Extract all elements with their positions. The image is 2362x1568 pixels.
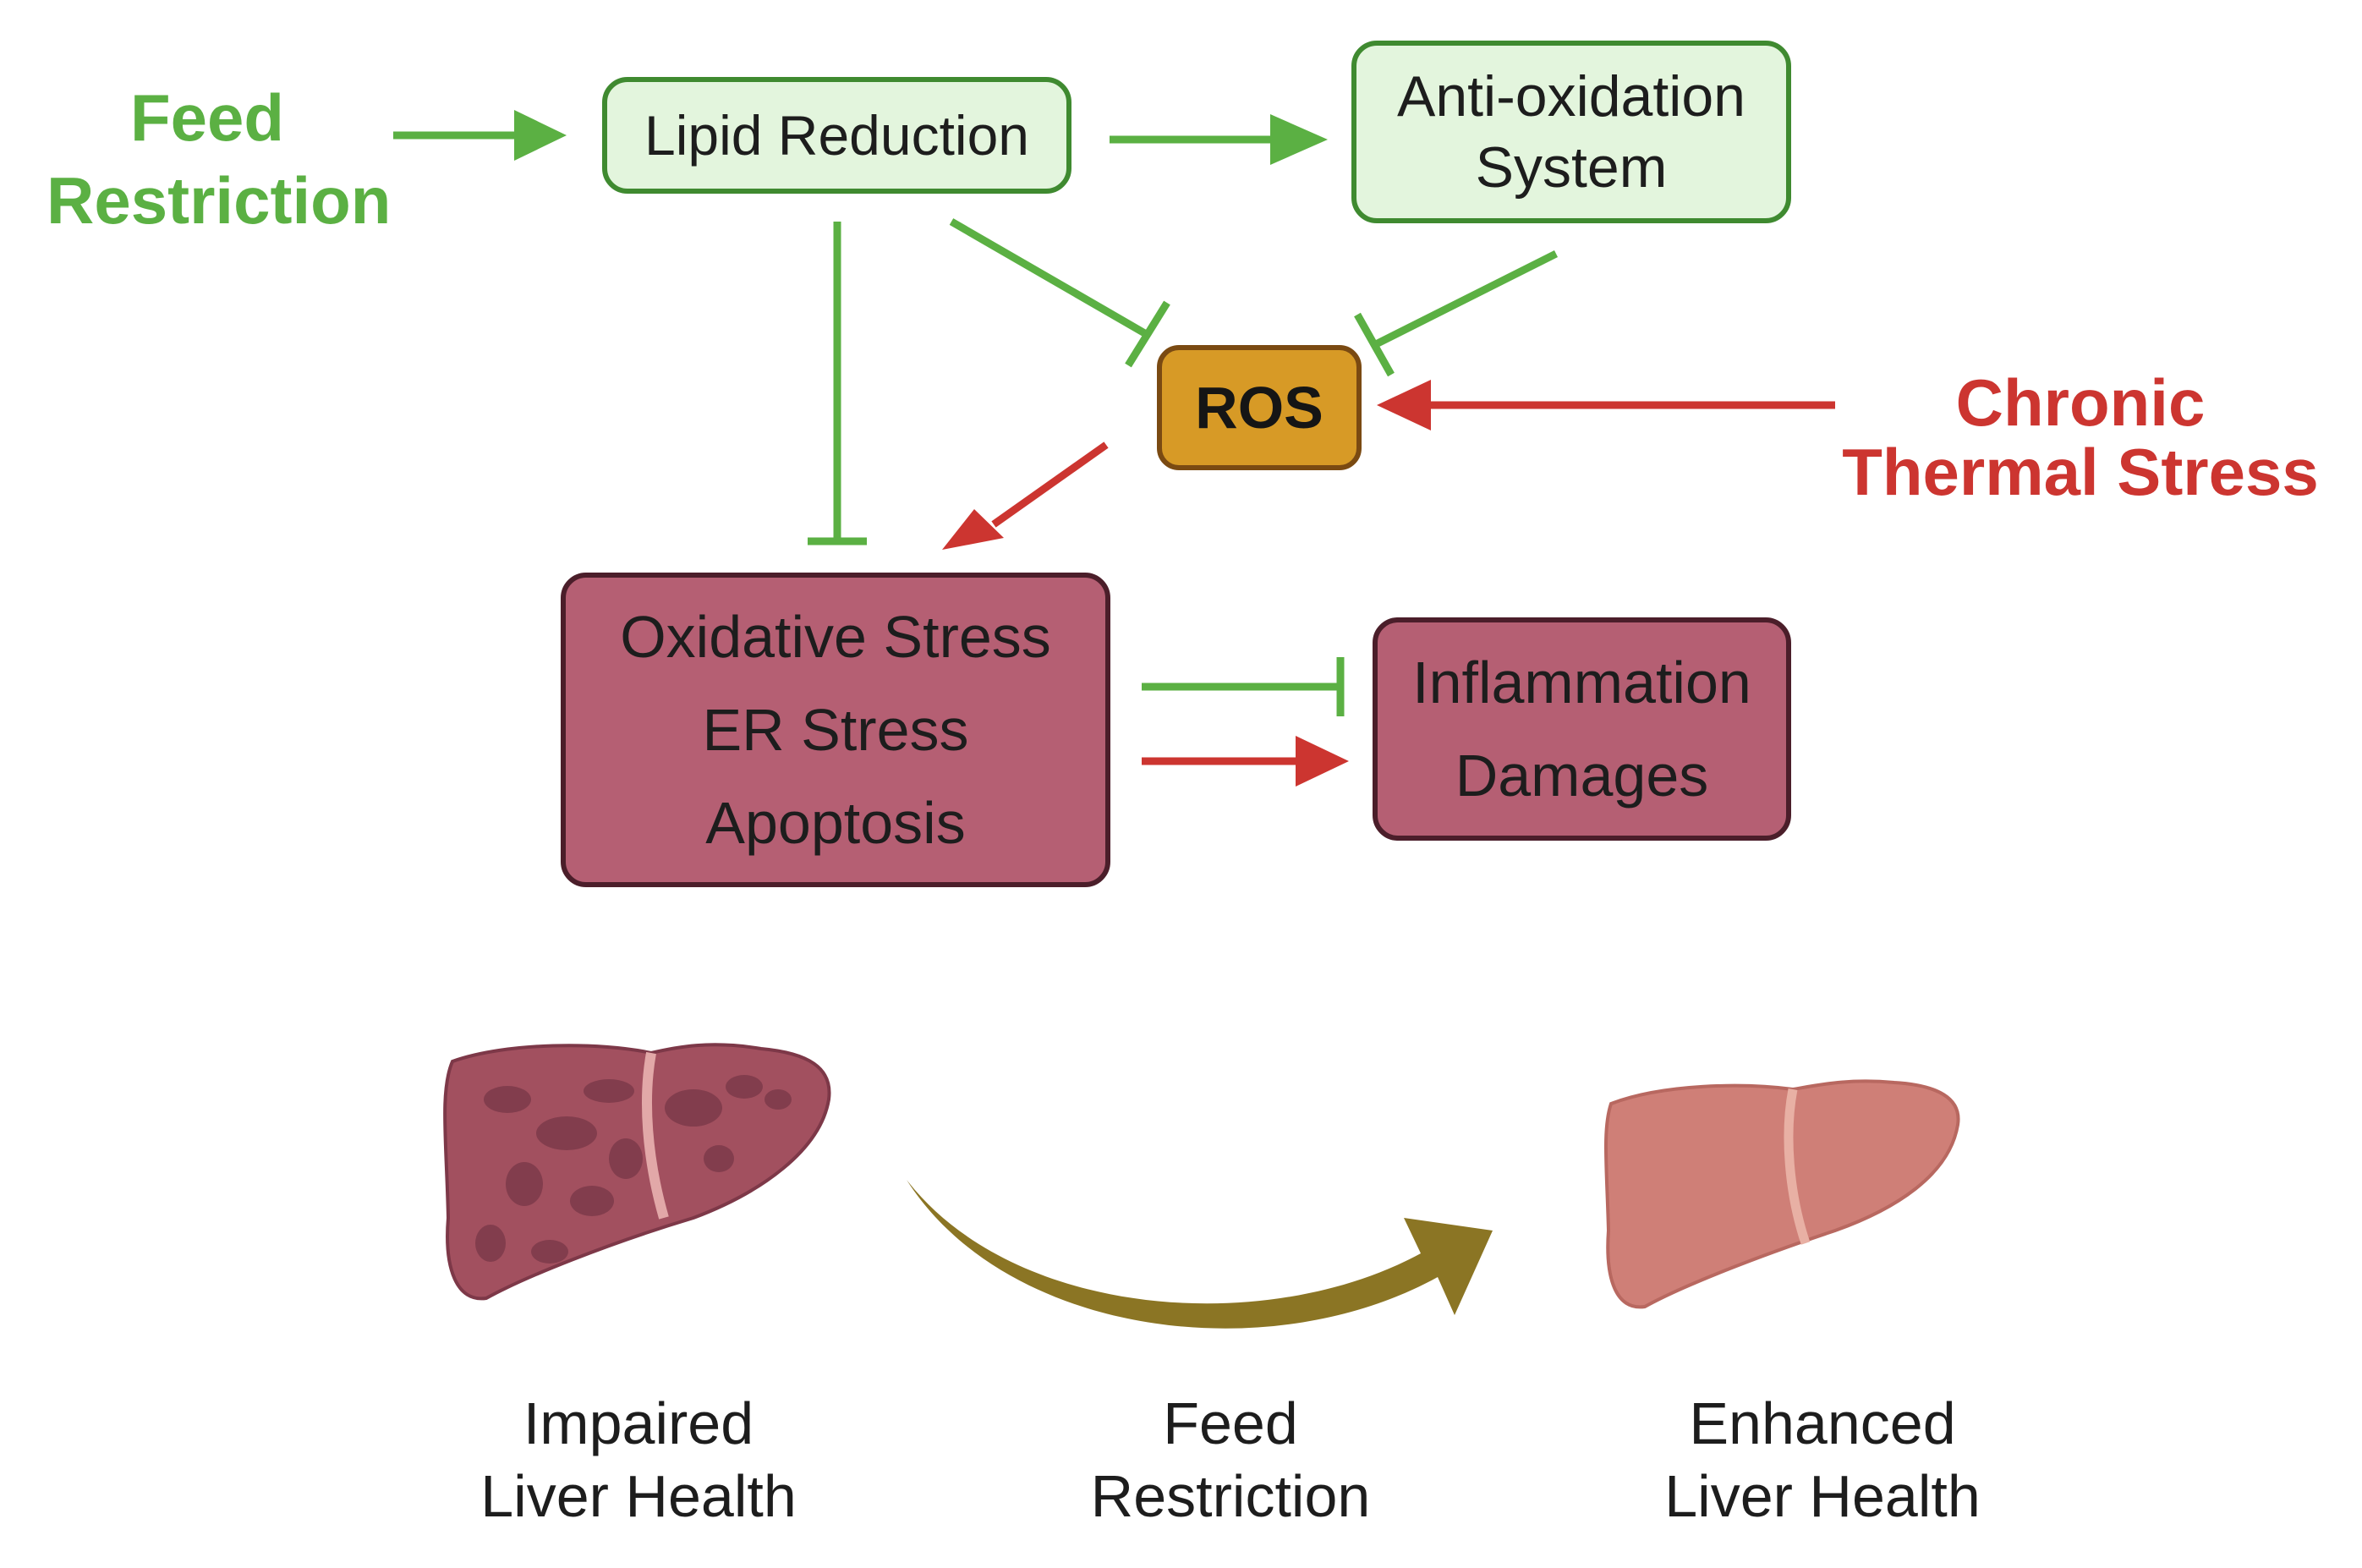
transition-arrow (907, 1180, 1493, 1329)
impaired-line-1: Impaired (523, 1390, 754, 1456)
node-inflammation-damages: Inflammation Damages (1373, 617, 1791, 841)
caption-feed-restriction: Feed Restriction (1015, 1387, 1446, 1532)
edge-lipid-to-antioxidation (1110, 114, 1328, 165)
input-feed-restriction: Feed Restriction (47, 76, 392, 242)
er-stress-label: ER Stress (702, 697, 969, 763)
edge-lipid-inhibits-ros (949, 218, 1170, 368)
thermal-stress-line-2: Thermal Stress (1842, 435, 2319, 509)
liver-enhanced-illustration (1603, 1079, 1960, 1309)
input-chronic-thermal-stress: Chronic Thermal Stress (1831, 368, 2330, 507)
apoptosis-label: Apoptosis (705, 790, 966, 856)
node-stress-box: Oxidative Stress ER Stress Apoptosis (561, 573, 1110, 887)
edge-stress-to-inflammation (1142, 736, 1349, 787)
damages-label: Damages (1455, 743, 1709, 809)
edge-stress-inhibits-inflammation (1142, 657, 1345, 716)
anti-oxidation-line-1: Anti-oxidation (1396, 64, 1746, 129)
enhanced-line-1: Enhanced (1689, 1390, 1956, 1456)
node-lipid-reduction: Lipid Reduction (602, 77, 1071, 194)
caption-enhanced-liver-health: Enhanced Liver Health (1607, 1387, 2038, 1532)
edge-feed-to-lipid (393, 110, 567, 161)
edge-antioxidation-inhibits-ros (1354, 249, 1559, 377)
inflammation-label: Inflammation (1412, 650, 1751, 715)
feed-restriction-line-2: Restriction (47, 163, 392, 238)
bottom-feed-line-1: Feed (1163, 1390, 1298, 1456)
oxidative-stress-label: Oxidative Stress (620, 604, 1051, 670)
edge-ros-to-stress (942, 441, 1109, 550)
enhanced-line-2: Liver Health (1664, 1463, 1981, 1529)
lipid-reduction-label: Lipid Reduction (644, 104, 1029, 167)
ros-label: ROS (1195, 375, 1323, 441)
edge-thermal-to-ros (1377, 380, 1835, 430)
impaired-line-2: Liver Health (480, 1463, 797, 1529)
bottom-feed-line-2: Restriction (1090, 1463, 1371, 1529)
node-anti-oxidation-system: Anti-oxidation System (1351, 41, 1791, 223)
anti-oxidation-line-2: System (1475, 135, 1668, 200)
liver-impaired-illustration (443, 1043, 831, 1301)
caption-impaired-liver-health: Impaired Liver Health (423, 1387, 854, 1532)
node-ros: ROS (1157, 345, 1362, 470)
thermal-stress-line-1: Chronic (1955, 365, 2206, 440)
feed-restriction-line-1: Feed (129, 80, 285, 155)
edge-lipid-inhibits-stress (808, 222, 867, 546)
